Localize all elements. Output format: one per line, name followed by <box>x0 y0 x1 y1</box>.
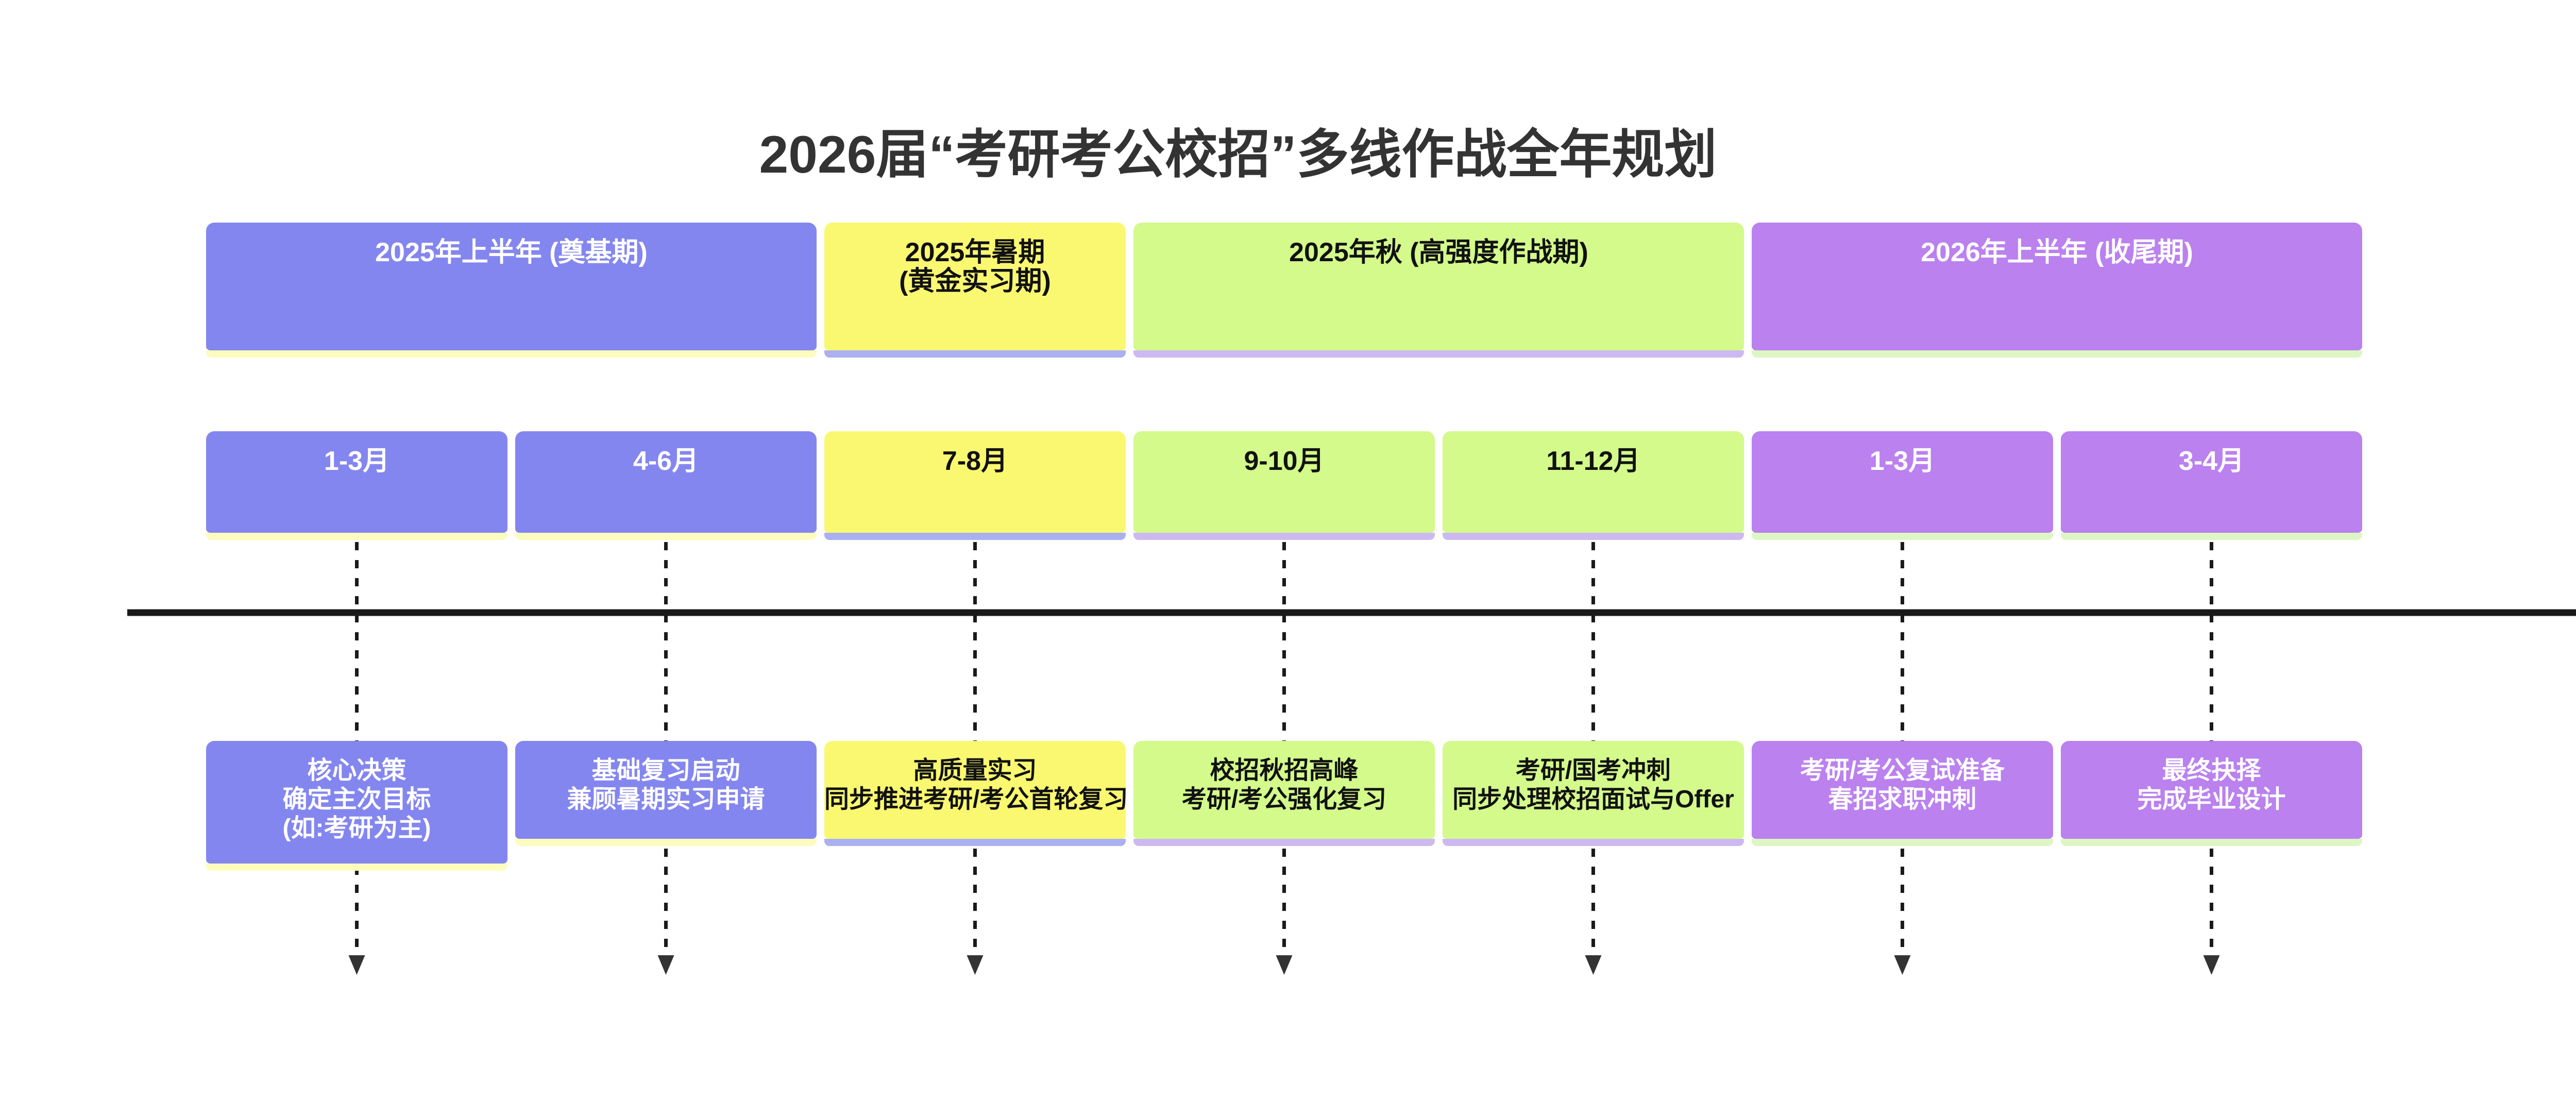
period-box-6: 1-3月 <box>1752 431 2053 540</box>
column-dash-arrowhead-7 <box>2203 955 2220 975</box>
event-box-2-shadow-strip <box>515 839 817 846</box>
period-box-7-label: 3-4月 <box>2178 446 2245 476</box>
period-box-7: 3-4月 <box>2061 431 2362 540</box>
event-box-3-shadow-strip <box>824 839 1126 846</box>
event-box-7-shadow-strip <box>2061 839 2362 846</box>
section-box-2: 2025年暑期(黄金实习期) <box>824 223 1126 358</box>
column-dash-arrowhead-1 <box>348 955 365 975</box>
event-box-4-label: 校招秋招高峰考研/考公强化复习 <box>1181 757 1387 813</box>
section-box-1-shadow-strip <box>206 350 817 358</box>
period-box-5-shadow-strip <box>1443 533 1744 540</box>
section-box-4-label: 2026年上半年 (收尾期) <box>1921 238 2193 267</box>
period-box-1-shadow-strip <box>206 533 507 540</box>
period-box-4-label: 9-10月 <box>1244 446 1325 476</box>
period-box-3-label: 7-8月 <box>942 446 1008 476</box>
period-box-6-shadow-strip <box>1752 533 2053 540</box>
event-box-1-shadow-strip <box>206 864 507 871</box>
column-dash-arrowhead-6 <box>1894 955 1911 975</box>
column-dash-arrowhead-4 <box>1276 955 1293 975</box>
page-title: 2026届“考研考公校招”多线作战全年规划 <box>759 125 1717 184</box>
column-dash-arrowhead-5 <box>1585 955 1602 975</box>
section-box-2-shadow-strip <box>824 350 1126 358</box>
event-box-4: 校招秋招高峰考研/考公强化复习 <box>1133 741 1435 846</box>
event-box-3: 高质量实习同步推进考研/考公首轮复习 <box>824 741 1128 846</box>
period-box-6-label: 1-3月 <box>1869 446 1936 476</box>
event-box-2-label: 基础复习启动兼顾暑期实习申请 <box>567 757 765 813</box>
section-box-3-shadow-strip <box>1133 350 1744 358</box>
period-box-1-label: 1-3月 <box>324 446 390 476</box>
event-box-5: 考研/国考冲刺同步处理校招面试与Offer <box>1443 741 1744 846</box>
period-box-3-shadow-strip <box>824 533 1126 540</box>
event-box-3-label: 高质量实习同步推进考研/考公首轮复习 <box>824 757 1128 813</box>
period-box-2: 4-6月 <box>515 431 817 540</box>
section-box-4-shadow-strip <box>1752 350 2362 358</box>
section-box-4: 2026年上半年 (收尾期) <box>1752 223 2362 358</box>
period-box-4-shadow-strip <box>1133 533 1435 540</box>
event-box-7-label: 最终抉择完成毕业设计 <box>2137 757 2286 813</box>
event-box-5-label: 考研/国考冲刺同步处理校招面试与Offer <box>1452 757 1734 813</box>
event-box-6-shadow-strip <box>1752 839 2053 846</box>
timeline-axis-line <box>127 609 2576 616</box>
section-box-3: 2025年秋 (高强度作战期) <box>1133 223 1744 358</box>
period-box-5-label: 11-12月 <box>1546 446 1640 476</box>
event-box-7: 最终抉择完成毕业设计 <box>2061 741 2362 846</box>
event-box-2: 基础复习启动兼顾暑期实习申请 <box>515 741 817 846</box>
event-box-1: 核心决策确定主次目标(如:考研为主) <box>206 741 507 871</box>
section-box-1: 2025年上半年 (奠基期) <box>206 223 817 358</box>
period-box-7-shadow-strip <box>2061 533 2362 540</box>
section-box-1-label: 2025年上半年 (奠基期) <box>375 238 648 267</box>
event-box-6: 考研/考公复试准备春招求职冲刺 <box>1752 741 2053 846</box>
event-box-4-shadow-strip <box>1133 839 1435 846</box>
period-box-2-label: 4-6月 <box>633 446 699 476</box>
column-dash-arrowhead-3 <box>967 955 984 975</box>
period-box-4: 9-10月 <box>1133 431 1435 540</box>
column-dash-arrowhead-2 <box>657 955 674 975</box>
period-box-3: 7-8月 <box>824 431 1126 540</box>
event-box-6-label: 考研/考公复试准备春招求职冲刺 <box>1800 757 2005 813</box>
period-box-1: 1-3月 <box>206 431 507 540</box>
section-box-2-label: 2025年暑期(黄金实习期) <box>899 238 1051 296</box>
section-box-3-label: 2025年秋 (高强度作战期) <box>1289 238 1588 267</box>
period-box-5: 11-12月 <box>1443 431 1744 540</box>
event-box-1-label: 核心决策确定主次目标(如:考研为主) <box>282 757 431 842</box>
event-box-5-shadow-strip <box>1443 839 1744 846</box>
period-box-2-shadow-strip <box>515 533 817 540</box>
